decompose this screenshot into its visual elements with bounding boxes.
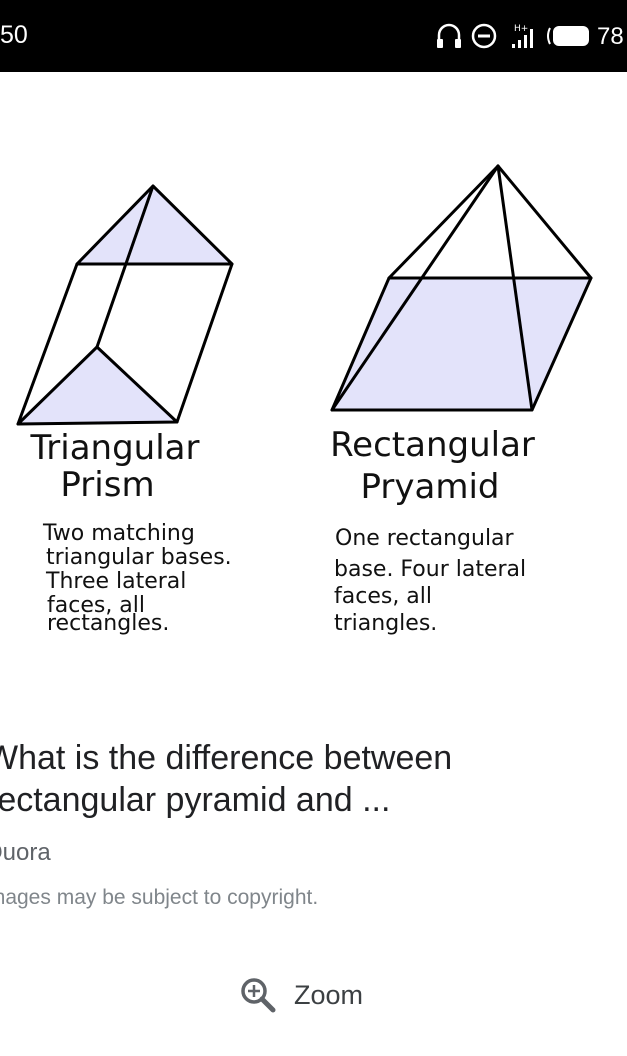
result-source[interactable]: Quora [0,839,51,866]
prism-desc-line: Three lateral [46,569,187,594]
triangular-prism-shape [16,184,234,426]
prism-desc-line: faces, all [47,593,146,618]
battery-percent: 78 [597,23,624,50]
battery-icon [547,26,589,46]
rectangular-pyramid-shape [330,164,593,412]
pyramid-title-line2: Pryamid [360,467,500,507]
zoom-button[interactable]: Zoom [238,972,378,1018]
zoom-label: Zoom [294,980,364,1010]
prism-desc-line: triangular bases. [46,545,232,570]
pyramid-title-line1: Rectangular [330,425,535,465]
prism-desc-line: rectangles. [47,611,170,636]
result-title-line2: rectangular pyramid and ... [0,781,391,819]
prism-title-line2: Prism [60,465,155,505]
zoom-in-icon [241,978,276,1013]
signal-icon: H+ [512,24,533,48]
pyramid-desc-line: One rectangular [335,526,514,551]
result-title-line1: What is the difference between [0,739,453,777]
copyright-notice: Images may be subject to copyright. [0,886,319,909]
pyramid-desc-line: faces, all [334,584,433,609]
result-image[interactable]: Triangular Prism Two matching triangular… [0,72,627,672]
headset-icon [437,23,461,48]
do-not-disturb-icon [471,23,497,49]
prism-title-line1: Triangular [30,428,200,468]
geometry-diagram [16,164,593,426]
status-bar: 50 H+ 78 [0,0,627,72]
prism-desc-line: Two matching [43,521,195,546]
pyramid-desc-line: triangles. [334,611,438,636]
status-time: 50 [0,21,28,49]
pyramid-desc-line: base. Four lateral [334,557,527,582]
svg-text:H+: H+ [514,24,528,34]
result-title-link[interactable]: What is the difference between rectangul… [0,737,626,821]
